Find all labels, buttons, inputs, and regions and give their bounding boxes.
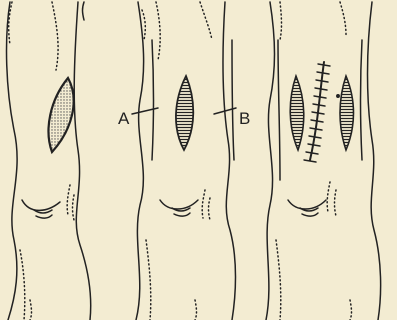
panel-3-sutures [304,64,330,162]
panel-2-limb [136,2,236,320]
panel-3-dot-mark [337,95,339,97]
panel-1-limb [7,2,91,320]
label-b: B [239,109,250,128]
label-a: A [118,109,130,128]
panel-2-wound [176,76,193,150]
panel-3-limb [266,2,381,320]
panel-1-wound [49,78,74,152]
panel-3-relief-incision-left [290,76,304,150]
panel-3-relief-incision-right [340,76,354,150]
